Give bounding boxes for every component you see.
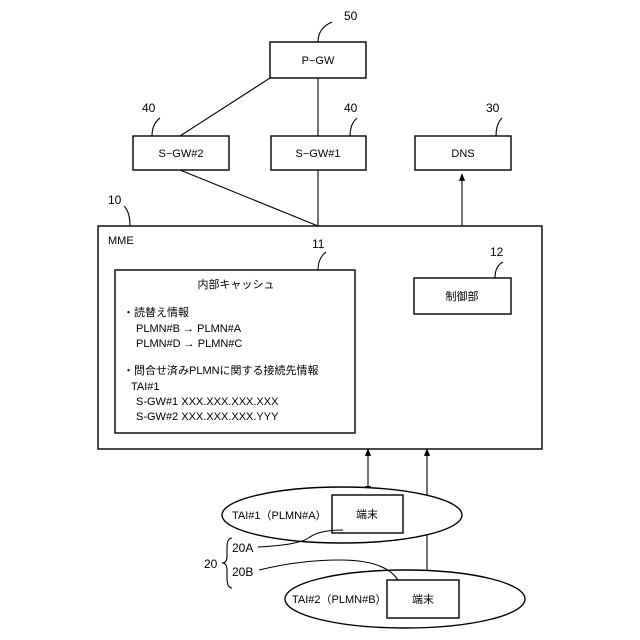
sgw1-label: S−GW#1 [296,148,341,160]
terminal-1-label: 端末 [356,507,378,521]
sgw1-ref-leader [350,118,357,136]
sgw1-node: S−GW#1 [271,136,366,170]
cache-title: 内部キャッシュ [198,277,275,291]
cache-line-plmn-d: PLMN#D → PLMN#C [136,338,242,350]
sgw2-node: S−GW#2 [133,136,229,170]
control-label: 制御部 [446,289,479,303]
dns-label: DNS [451,148,474,160]
mme-ref: 10 [108,193,122,207]
cache-line-queried-heading: ・問合せ済みPLMNに関する接続先情報 [123,363,319,377]
sgw2-ref-leader [152,118,160,136]
dns-ref-leader [496,118,502,136]
terminal-20a-ref: 20A [232,541,253,555]
link-sgw2-mme [180,170,318,226]
terminal-group-ref: 20 [204,557,218,571]
pgw-ref-leader [318,22,332,42]
dns-node: DNS [415,136,511,170]
pgw-ref: 50 [344,9,358,23]
pgw-node: P−GW [270,42,366,78]
dns-ref: 30 [486,101,500,115]
terminal-2-node: 端末 [387,580,459,618]
terminal-2-label: 端末 [412,592,434,606]
cache-line-tai1: TAI#1 [131,381,160,393]
cache-node: 内部キャッシュ ・読替え情報 PLMN#B → PLMN#A PLMN#D → … [115,270,355,433]
sgw2-ref: 40 [142,101,156,115]
sgw2-label: S−GW#2 [159,148,204,160]
cache-ref: 11 [312,237,325,251]
control-ref: 12 [490,245,504,259]
control-node: 制御部 [414,278,511,314]
link-pgw-sgw2 [180,78,270,136]
cache-line-reassign-heading: ・読替え情報 [123,305,189,319]
cache-line-plmn-b: PLMN#B → PLMN#A [136,323,242,335]
cache-line-sgw1: S-GW#1 XXX.XXX.XXX.XXX [136,396,279,408]
terminal-group-brace [222,538,232,588]
mme-label: MME [108,235,134,247]
terminal-20b-ref: 20B [232,565,253,579]
area-tai1-label: TAI#1（PLMN#A） [232,509,327,522]
sgw1-ref: 40 [344,101,358,115]
cache-line-sgw2: S-GW#2 XXX.XXX.XXX.YYY [136,411,279,423]
mme-ref-leader [124,206,130,226]
pgw-label: P−GW [302,55,335,67]
area-tai2-label: TAI#2（PLMN#B） [292,593,387,606]
terminal-1-node: 端末 [332,495,403,533]
